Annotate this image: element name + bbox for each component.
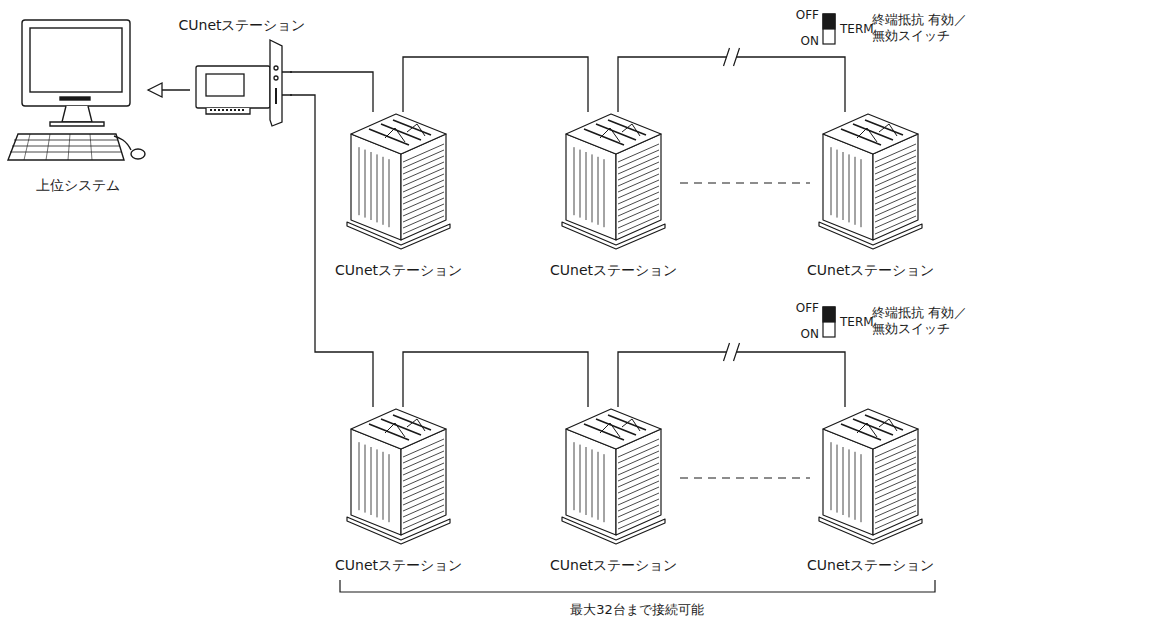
switch-on: ON [801,34,819,48]
station-label: CUnetステーション [179,17,306,34]
station-unit [347,114,922,544]
station-unit: CUnetステーション [351,407,446,547]
switch-note: 終端抵抗 有効／無効スイッチ [872,305,1002,337]
range-note: 最大32台まで接続可能 [570,602,704,618]
computer [8,20,145,160]
connector-line [148,83,190,97]
system-label: 上位システム [36,177,120,194]
station-unit: CUnetステーション [566,112,661,252]
connector-line [403,57,588,112]
station-unit: CUnetステーション [566,407,661,547]
switch-off: OFF [796,301,819,315]
station-label: CUnetステーション [550,557,677,574]
switch-on: ON [801,327,819,341]
interface-board [196,40,292,126]
interface-board: CUnetステーション [190,40,290,125]
continuation-dash [680,183,810,478]
connector-line [290,95,373,407]
connector-line [290,72,373,112]
range-bracket [340,580,935,592]
station-unit: CUnetステーション [823,407,918,547]
host-system: 上位システム [8,15,148,165]
switch-note: 終端抵抗 有効／無効スイッチ [872,12,1002,44]
station-label: CUnetステーション [807,262,934,279]
station-unit: CUnetステーション [351,112,446,252]
connector-line [618,343,845,407]
station-label: CUnetステーション [335,557,462,574]
connector-line [618,48,845,112]
term-switch [823,14,835,337]
switch-name: TERM [840,22,874,36]
switch-name: TERM [840,315,874,329]
station-label: CUnetステーション [807,557,934,574]
station-label: CUnetステーション [550,262,677,279]
switch-off: OFF [796,8,819,22]
station-unit: CUnetステーション [823,112,918,252]
connector-line [403,352,588,407]
station-label: CUnetステーション [335,262,462,279]
